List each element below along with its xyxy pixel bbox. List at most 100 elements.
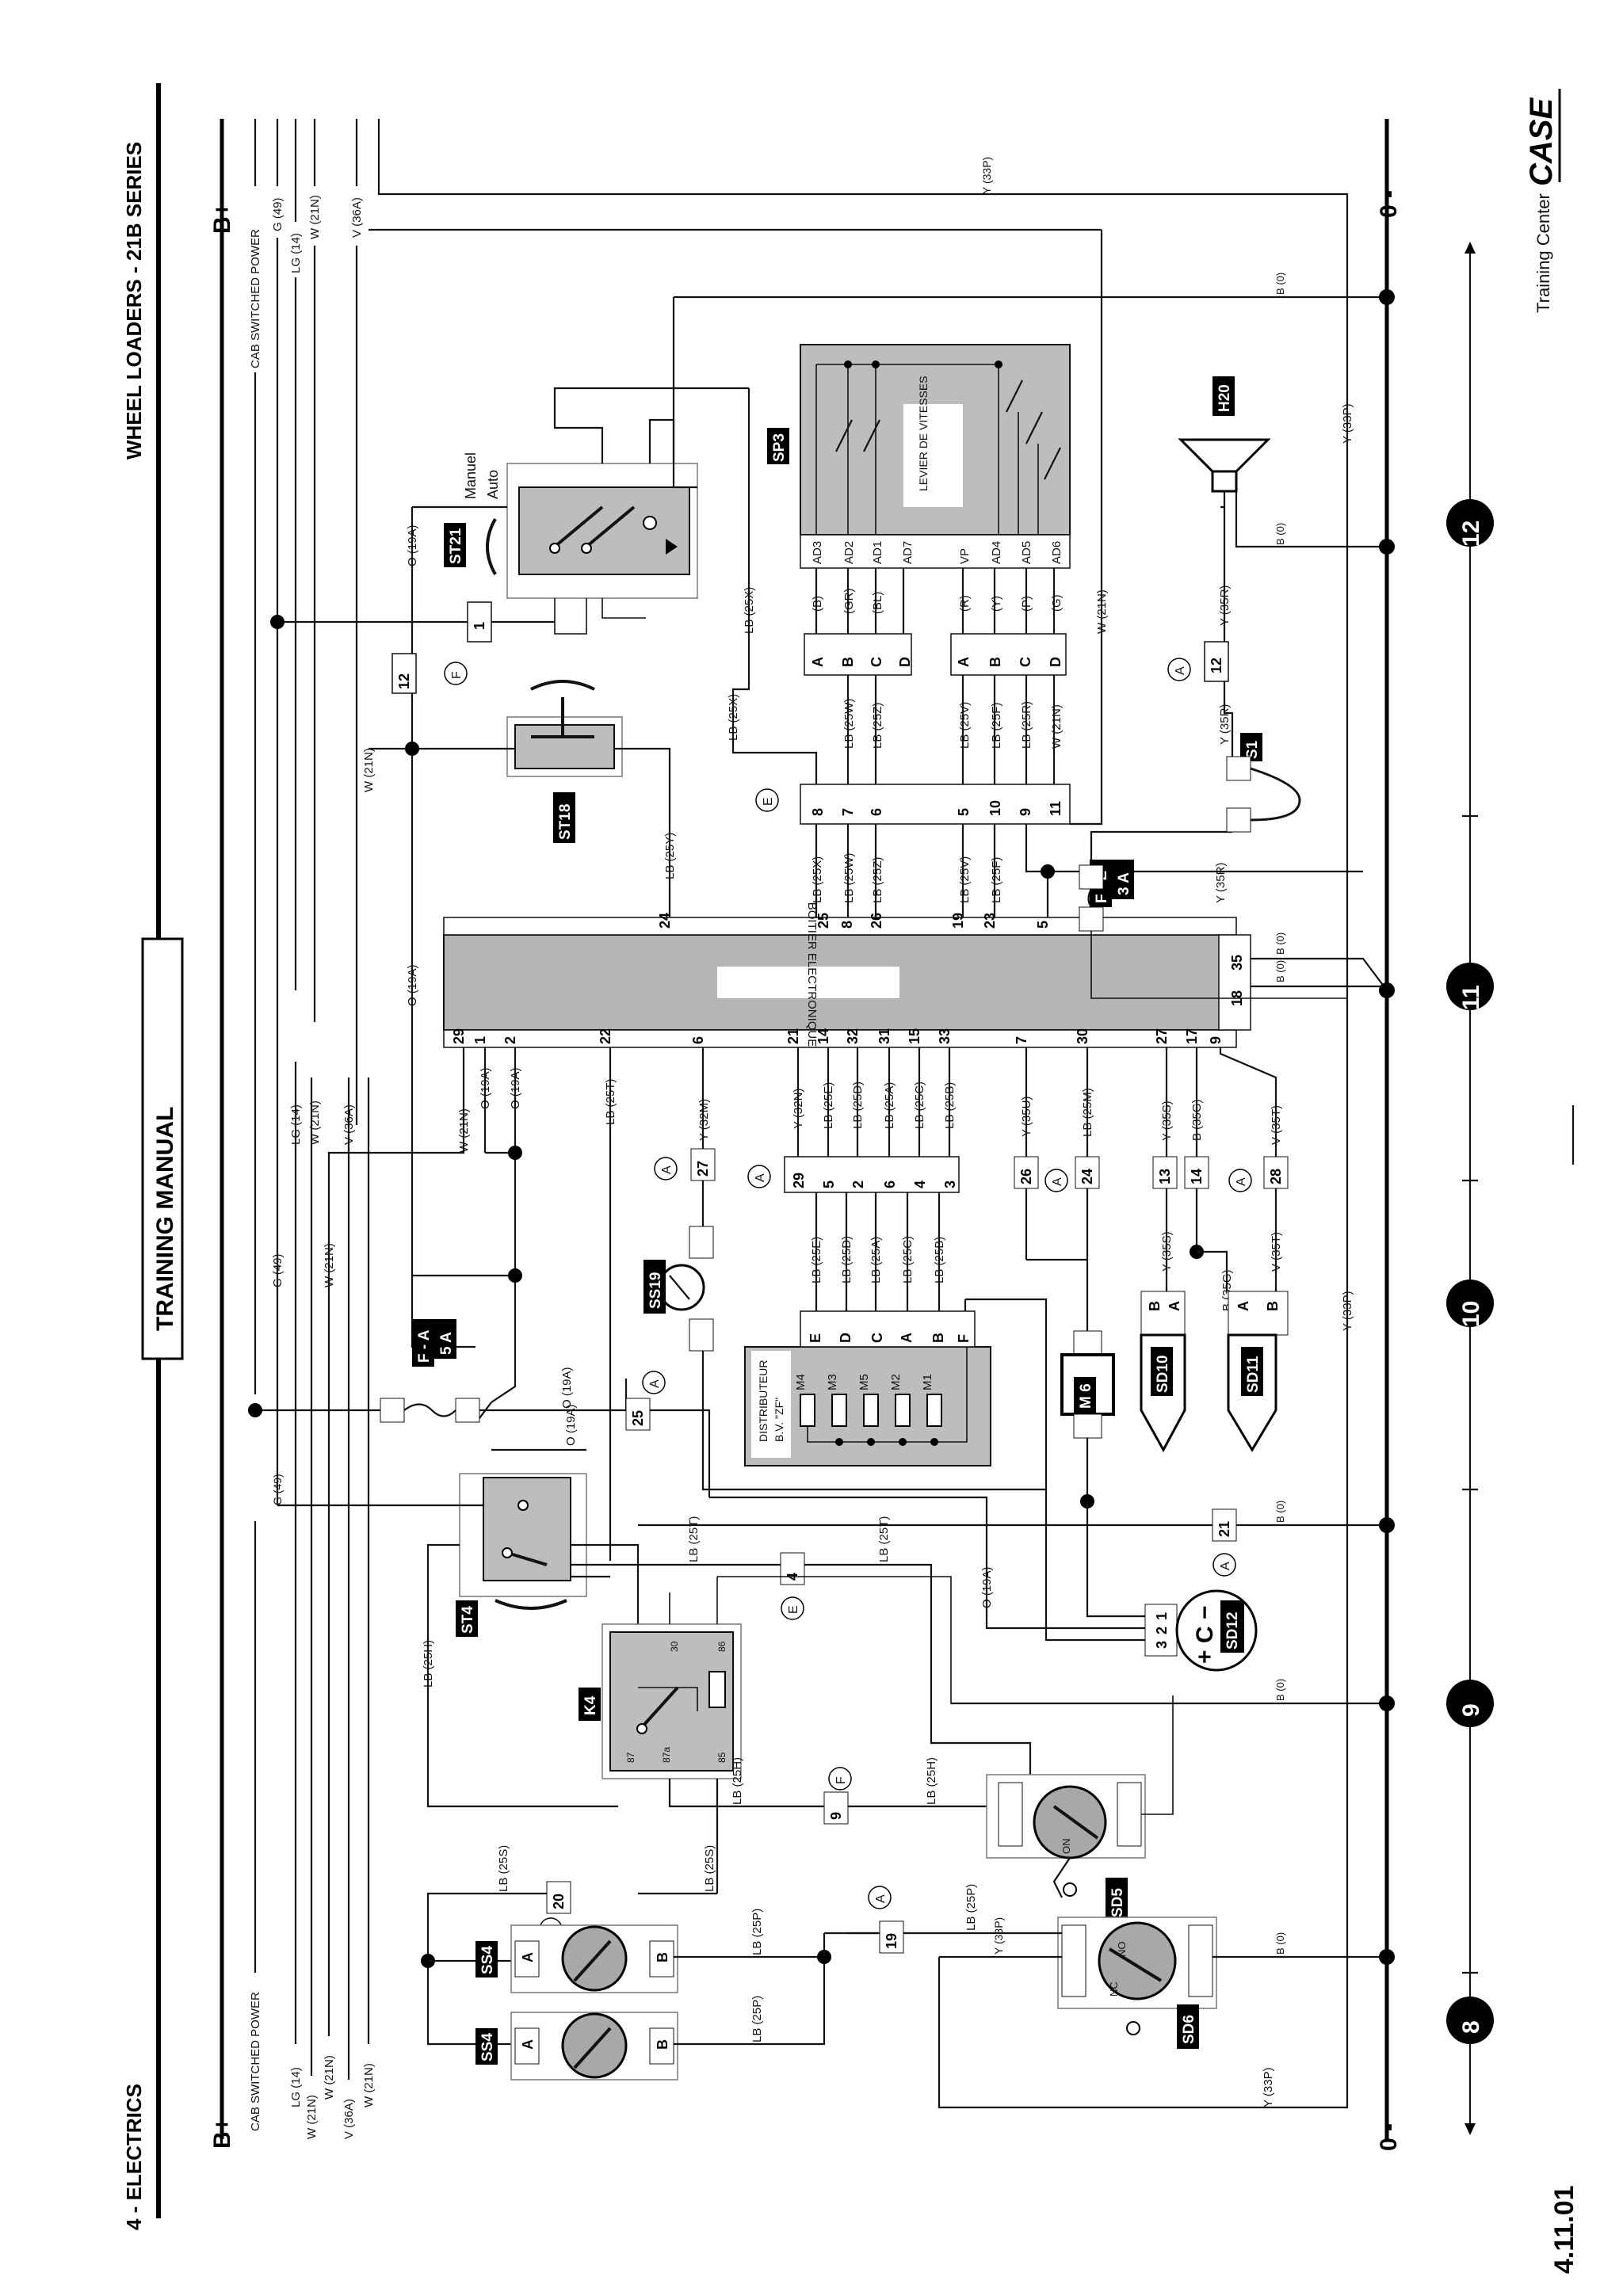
ecu-pin-30: 30 — [1075, 1028, 1090, 1044]
fuse-f-a: F - A 5 A — [380, 1319, 480, 1423]
left-wire-v36a: V (36A) — [342, 2099, 356, 2139]
connector-5: 5 — [821, 1180, 837, 1188]
wire-w21n-st18: W (21N) — [362, 748, 376, 792]
wire-lb25t-label: LB (25T) — [604, 1079, 617, 1125]
wire-y32n: Y (32N) — [792, 1089, 805, 1129]
sd6-tag: SD6 — [1181, 2015, 1197, 2044]
coil-m2: M2 — [889, 1374, 903, 1390]
wire-w21n-ecu29 — [327, 1047, 465, 1268]
wire-b0-label-top: B (0) — [1274, 273, 1286, 295]
coil-m5: M5 — [857, 1374, 871, 1390]
wire-y35u: Y (35U) — [1020, 1097, 1033, 1137]
wire-lb25c-b: LB (25C) — [901, 1236, 915, 1283]
sp3-pin-ad5: AD5 — [1020, 541, 1033, 564]
wire-lb25w-a: LB (25W) — [842, 699, 856, 749]
svg-text:A: A — [956, 657, 972, 667]
top-wire-v36a: V (36A) — [350, 197, 364, 238]
connector-27 — [690, 1148, 716, 1181]
wire-o19a-label-a: O (19A) — [406, 524, 419, 566]
harness-pin-6: 6 — [869, 808, 884, 816]
ecu-gnd-label-1: B (0) — [1274, 933, 1286, 955]
wire-lb25h-sd5: LB (25H) — [925, 1757, 938, 1805]
connector-24-label: 24 — [1079, 1169, 1095, 1184]
ecu-pin-17: 17 — [1184, 1028, 1200, 1044]
connector-14: 14 — [1189, 1169, 1205, 1184]
wire-o19a-sd12: O (19A) — [980, 1566, 994, 1608]
fuse-a-tag: F - A — [416, 1329, 433, 1363]
connector-4: 4 — [912, 1180, 928, 1188]
distributor-wires: Y (32N) LB (25E) LB (25D) LB (25A) LB (2… — [784, 1047, 1048, 1489]
wire-y35r-s1: Y (35R) — [1218, 704, 1232, 745]
wire-b0-k4: B (0) — [1274, 1679, 1286, 1701]
connector-9 — [823, 1791, 849, 1825]
sp3-wire-bundle: (B) (GR) (BL) (R) (Y) (P) (G) A B C D A … — [800, 568, 1363, 917]
left-wire-w21n-c: W (21N) — [362, 2063, 376, 2107]
zone-9: 9 — [1458, 1703, 1484, 1717]
top-wire-g49: G (49) — [271, 197, 285, 231]
svg-text:B: B — [987, 657, 1003, 667]
wire-ecu-gnd-35 — [1251, 957, 1388, 991]
ground-top: 0 - — [1376, 190, 1402, 218]
wire-o19a-fuse: O (19A) — [560, 1367, 574, 1409]
ecu-pin-8: 8 — [839, 921, 855, 929]
wire-g49-st4: G (49) — [271, 1474, 284, 1505]
wire-y33p-label-1: Y (33P) — [1341, 403, 1354, 444]
zone-9-marker — [1446, 1680, 1494, 1727]
left-wire-w21n-a: W (21N) — [305, 2095, 319, 2139]
wire-y35r-h20: Y (35R) — [1218, 585, 1232, 626]
m6-tag-overlay: M 6 — [1078, 1383, 1094, 1409]
ecu-pin-22: 22 — [598, 1028, 613, 1044]
distributor-sub: B.V. "ZF" — [773, 1398, 785, 1442]
wire-lb25t-right: LB (25T) — [877, 1516, 891, 1562]
wire-y32m: Y (32M) — [697, 1099, 711, 1141]
page-number: 4.11.01 — [1549, 2185, 1579, 2274]
connector-letter-f-text: F — [450, 671, 464, 679]
ss4-sensor-a: A B SS4 — [475, 1924, 678, 1993]
connector-12 — [391, 653, 417, 694]
wire-lb25x — [731, 388, 818, 784]
right-wire-group: CAB SWITCHED POWER G (49) LG (14) W (21N… — [249, 119, 364, 1505]
ss4-sensor-b: A B SS4 — [475, 2012, 678, 2081]
dist-pin-b: B — [930, 1333, 946, 1343]
wire-b35g-a: B (35G) — [1190, 1099, 1204, 1141]
connector-25 — [625, 1398, 651, 1431]
svg-text:A: A — [520, 1952, 536, 1962]
wire-lb25a-b: LB (25A) — [869, 1237, 883, 1283]
dist-pin-d: D — [838, 1333, 854, 1343]
svg-text:A: A — [1167, 1301, 1182, 1311]
sp3-wire-r: (R) — [958, 595, 972, 612]
sd12-sign: + C − — [1192, 1606, 1218, 1664]
sp3-wire-bl: (BL) — [871, 592, 884, 614]
sp3-wire-gr: (GR) — [842, 589, 856, 615]
sp3-pin-vp: VP — [958, 548, 972, 564]
ground-bottom: 0 - — [1376, 2123, 1402, 2151]
brand-prefix: Training Center — [1533, 193, 1553, 313]
ecu-pin-32: 32 — [845, 1028, 861, 1044]
top-wire-cab: CAB SWITCHED POWER — [249, 229, 262, 368]
h20-tag: H20 — [1216, 384, 1233, 412]
distributor-zf: DISTRIBUTEUR B.V. "ZF" M4 M3 M5 M2 M1 — [744, 1346, 991, 1466]
s1-tag: S1 — [1244, 740, 1261, 759]
svg-text:1: 1 — [1154, 1612, 1170, 1620]
zone-12: 12 — [1458, 521, 1484, 547]
connector-28: 28 — [1268, 1169, 1284, 1184]
ecu-label: BOITIER ELECTRONIQUE — [805, 902, 819, 1047]
ecu-pin-27: 27 — [1154, 1028, 1170, 1044]
wire-v36a-left: V (36A) — [342, 1104, 356, 1145]
coil-m3: M3 — [826, 1374, 839, 1390]
connector-6: 6 — [882, 1180, 898, 1188]
left-wire-w21n-b: W (21N) — [323, 2055, 336, 2100]
sd6-no: NO — [1116, 1942, 1128, 1958]
ecu-pin-26: 26 — [869, 913, 884, 929]
ecu-gnd-splice — [1379, 982, 1395, 998]
wire-lb25f-b: LB (25F) — [990, 857, 1003, 903]
wire-lb25x-label-b: LB (25X) — [727, 694, 740, 741]
wire-o19a-st4: O (19A) — [564, 1404, 578, 1446]
zone-12-marker — [1446, 499, 1494, 547]
zone-10: 10 — [1458, 1301, 1484, 1327]
ecu-pin-6: 6 — [690, 1036, 706, 1044]
distributor-label: DISTRIBUTEUR — [757, 1360, 769, 1442]
connector-letter-a-sd6: A — [874, 1894, 888, 1903]
st21-switch: ST21 Manuel Auto — [444, 452, 698, 599]
sp3-tag: SP3 — [771, 433, 788, 462]
